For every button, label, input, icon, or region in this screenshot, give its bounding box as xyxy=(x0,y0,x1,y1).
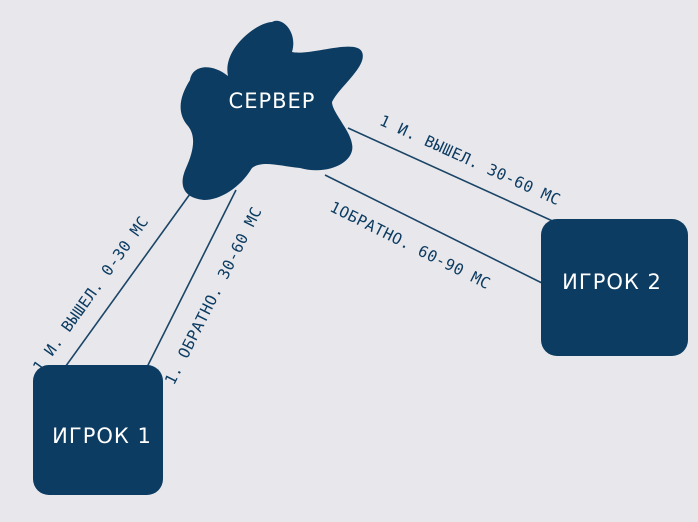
player1-label: ИГРОК 1 xyxy=(52,424,152,448)
server-cloud-shape xyxy=(180,20,363,200)
player1-box xyxy=(33,365,163,495)
edge-label-player2-out: 1 И. ВЫШЕЛ. 30-60 МС xyxy=(377,112,564,210)
edge-line-player1-out xyxy=(49,193,191,389)
server-label: СЕРВЕР xyxy=(229,89,316,113)
edge-label-player1-out: 1 И. ВЫШЕЛ. 0-30 МС xyxy=(29,213,152,376)
edge-label-player2-back: 1ОБРАТНО. 60-90 МС xyxy=(327,198,493,293)
edge-line-player2-out xyxy=(347,127,591,239)
edge-line-player1-back xyxy=(137,189,237,386)
player2-box xyxy=(541,219,688,356)
player2-label: ИГРОК 2 xyxy=(562,270,662,294)
edge-line-player2-back xyxy=(324,174,553,289)
edge-label-player1-back: 1. ОБРАТНО. 30-60 МС xyxy=(161,204,265,388)
